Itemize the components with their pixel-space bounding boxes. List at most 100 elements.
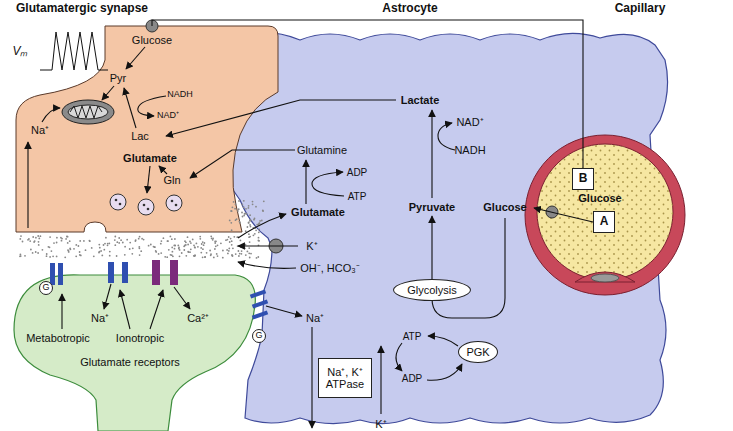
glutamate-cloud — [148, 245, 150, 247]
glutamate-cloud — [179, 249, 181, 251]
glutamate-cloud — [188, 251, 190, 253]
reaction-arrow — [238, 262, 296, 268]
molecule-label: Lac — [131, 130, 149, 142]
glutamate-cloud — [98, 244, 100, 246]
postsynaptic-neuron — [58, 263, 63, 285]
glutamate-cloud — [114, 244, 116, 246]
glutamate-cloud — [150, 244, 152, 246]
reaction-arrow — [104, 284, 111, 309]
capillary-shape — [591, 274, 619, 282]
glutamate-cloud — [249, 257, 251, 259]
glutamate-cloud — [32, 236, 34, 238]
node-label: B — [579, 172, 588, 185]
reaction-arrow — [534, 208, 593, 222]
glutamate-cloud — [173, 245, 175, 247]
glutamate-cloud — [204, 242, 206, 244]
glutamate-cloud — [161, 240, 163, 242]
glutamate-cloud — [245, 208, 247, 210]
capillary-shape — [575, 272, 635, 282]
glutamate-cloud — [237, 210, 239, 212]
glutamate-cloud — [167, 240, 169, 242]
glutamate-cloud — [250, 253, 252, 255]
glutamate-cloud — [131, 253, 133, 255]
molecule-label: Ca²⁺ — [187, 312, 209, 324]
glutamate-cloud — [179, 255, 181, 257]
glutamate-cloud — [204, 256, 206, 258]
molecule-label: NADH — [454, 144, 485, 156]
glutamate-cloud — [196, 243, 198, 245]
molecule-label: Glucose — [132, 34, 172, 46]
glutamate-cloud — [258, 223, 260, 225]
glutamate-cloud — [100, 250, 102, 252]
molecule-label: K⁺ — [375, 418, 386, 430]
glutamate-cloud — [230, 222, 232, 224]
glutamate-cloud — [163, 237, 165, 239]
reaction-arrow — [166, 100, 396, 136]
reaction-arrow — [174, 287, 190, 309]
glutamate-cloud — [258, 231, 260, 233]
glutamate-cloud — [244, 213, 246, 215]
glutamate-cloud — [51, 250, 53, 252]
presynaptic-terminal — [175, 204, 178, 207]
molecule-label: ADP — [402, 373, 423, 384]
capillary-shape — [525, 135, 685, 295]
glutamate-cloud — [126, 239, 128, 241]
glutamate-cloud — [239, 253, 241, 255]
glutamate-cloud — [232, 206, 234, 208]
glutamate-cloud — [200, 247, 202, 249]
presynaptic-terminal — [110, 194, 182, 215]
reaction-arrow — [380, 346, 381, 414]
glutamate-cloud — [262, 210, 264, 212]
glutamate-cloud — [187, 251, 189, 253]
glutamate-cloud — [231, 210, 233, 212]
glutamate-cloud — [235, 253, 237, 255]
molecule-label: NAD⁺ — [456, 116, 483, 128]
glutamate-cloud — [244, 213, 246, 215]
molecule-label: Na⁺ — [31, 124, 49, 136]
g-protein-circle: G — [39, 281, 53, 295]
glutamate-cloud — [231, 244, 233, 246]
molecule-label: ATP — [403, 331, 422, 342]
glutamate-cloud — [258, 240, 260, 242]
reaction-arrow — [150, 290, 163, 329]
molecule-label: Gln — [163, 174, 180, 186]
glutamate-cloud — [235, 203, 237, 205]
glutamate-cloud — [140, 250, 142, 252]
glutamate-cloud — [230, 210, 232, 212]
glutamate-cloud — [27, 239, 29, 241]
glutamate-cloud — [220, 242, 222, 244]
glutamate-cloud — [167, 240, 169, 242]
capillary-shape — [525, 135, 685, 295]
molecule-label: Glutamate receptors — [80, 356, 180, 368]
glutamate-cloud — [114, 236, 116, 238]
glutamate-cloud — [139, 236, 141, 238]
glutamate-cloud — [197, 246, 199, 248]
reaction-arrow — [428, 336, 458, 346]
glutamate-cloud — [66, 236, 68, 238]
reaction-arrow — [432, 216, 505, 318]
reaction-arrow — [102, 86, 114, 100]
glutamate-cloud — [170, 236, 172, 238]
glutamate-cloud — [89, 240, 91, 242]
molecule-label: Lactate — [401, 94, 440, 106]
glutamate-cloud — [253, 234, 255, 236]
molecule-label: Glutamate — [291, 206, 345, 218]
glutamate-cloud — [245, 254, 247, 256]
glutamate-cloud — [19, 238, 21, 240]
glutamate-cloud — [187, 236, 189, 238]
presynaptic-terminal — [68, 105, 108, 119]
molecule-label: Glucose — [483, 201, 526, 213]
postsynaptic-neuron — [50, 262, 128, 285]
glutamate-cloud — [258, 237, 260, 239]
glutamate-cloud — [199, 236, 201, 238]
enzyme-ellipse: PGK — [458, 341, 498, 363]
glutamate-cloud — [38, 244, 40, 246]
postsynaptic-neuron — [250, 289, 266, 298]
postsynaptic-neuron — [50, 263, 55, 285]
glutamate-cloud — [215, 240, 217, 242]
glutamate-cloud — [103, 249, 105, 251]
glutamate-cloud — [19, 200, 265, 259]
glutamate-cloud — [227, 239, 229, 241]
glutamate-cloud — [252, 201, 254, 203]
reaction-arrow — [159, 166, 167, 174]
